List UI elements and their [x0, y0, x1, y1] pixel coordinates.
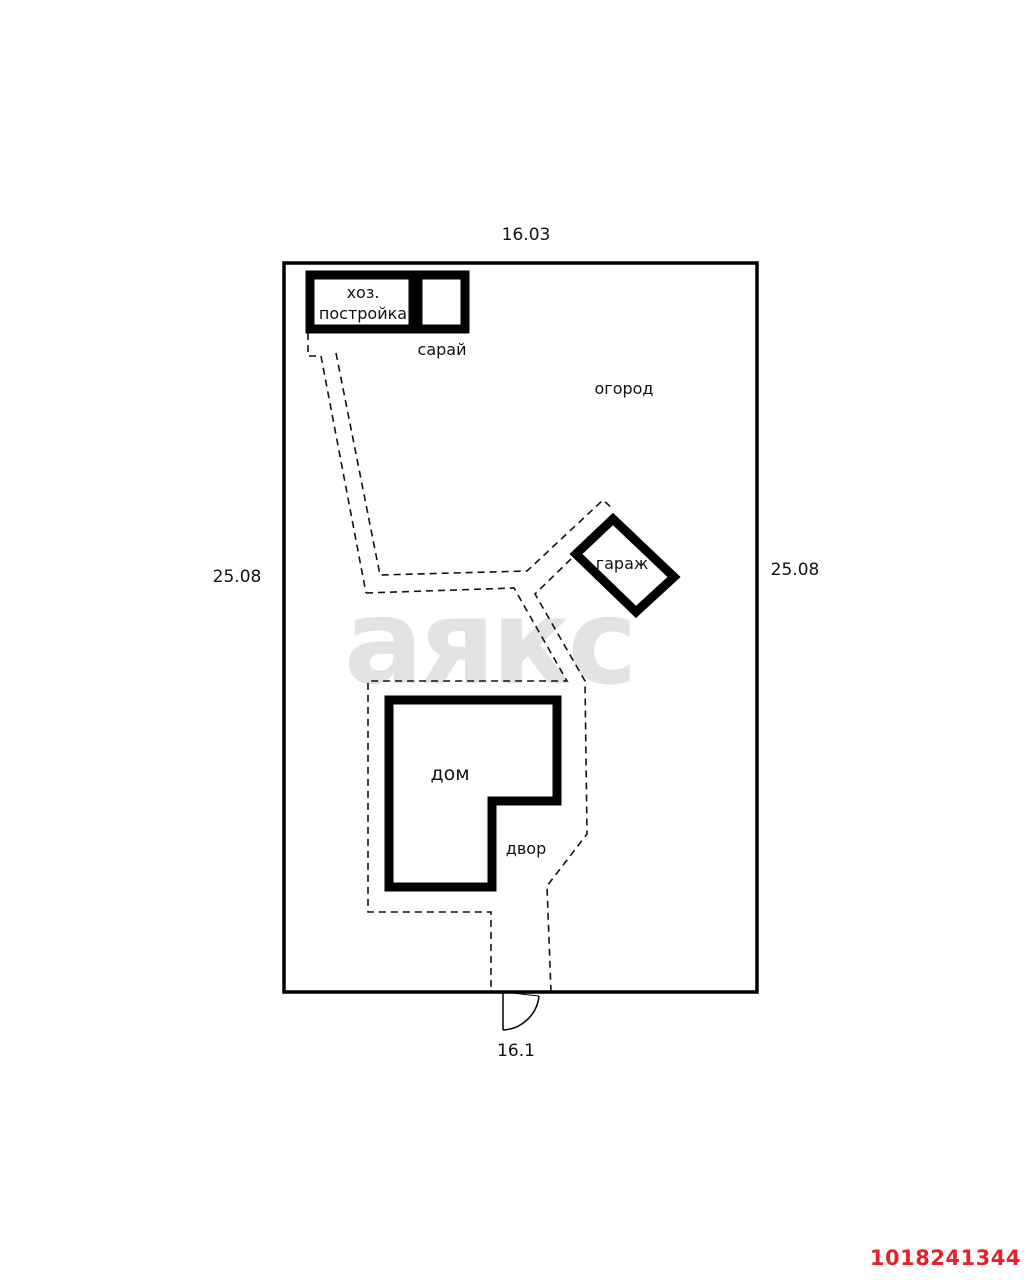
watermark: аякс: [344, 573, 633, 711]
path-utility-to-garage-inner: [335, 352, 614, 576]
dimension-left: 25.08: [213, 567, 262, 587]
plot-boundary: [282, 261, 759, 994]
gate-icon: [502, 991, 540, 1031]
dimension-top: 16.03: [502, 225, 551, 245]
listing-id: 1018241344: [869, 1246, 1021, 1270]
dimension-bottom: 16.1: [497, 1041, 535, 1061]
path-garage-to-yard: [533, 558, 588, 993]
path-junction-to-house: [365, 587, 569, 992]
house-building: [384, 695, 562, 892]
house-label: дом: [430, 763, 469, 785]
utility-building-label-line2: постройка: [319, 304, 407, 323]
dimension-right: 25.08: [771, 560, 820, 580]
shed-label: сарай: [418, 340, 467, 359]
garage-label: гараж: [596, 554, 649, 573]
shed-building: [413, 270, 470, 334]
yard-label: двор: [506, 839, 546, 858]
path-utility-to-junction: [307, 333, 367, 594]
utility-building-label-line1: хоз.: [347, 283, 380, 302]
garden-label: огород: [595, 379, 654, 398]
garage-building: [569, 512, 681, 619]
utility-building: [305, 270, 418, 334]
